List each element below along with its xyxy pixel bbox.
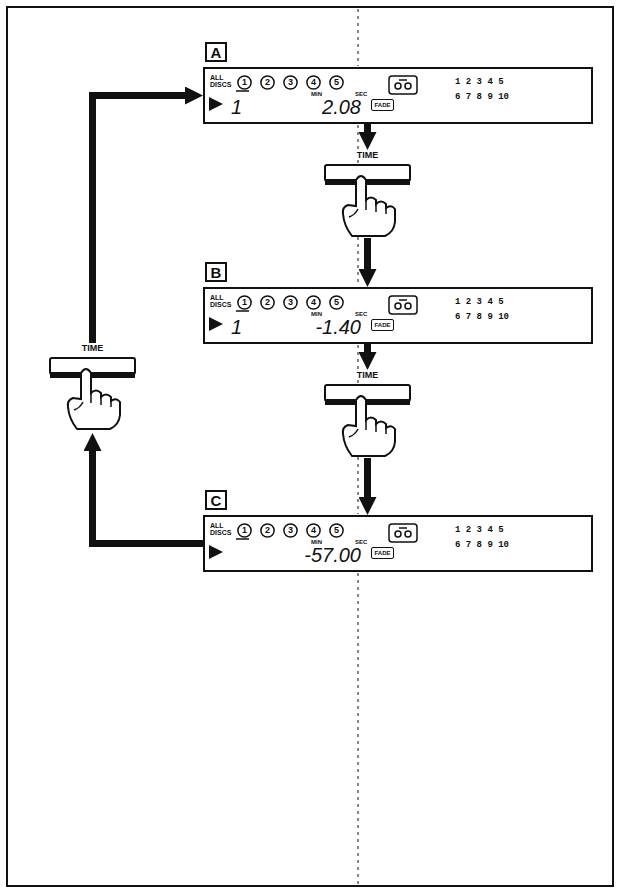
disc-number: 4 <box>311 78 316 87</box>
track-number: 1 <box>231 317 242 337</box>
disc-number: 1 <box>242 298 247 307</box>
disc-number: 5 <box>334 78 339 87</box>
disc-number: 4 <box>311 298 316 307</box>
button-label: TIME <box>355 371 381 380</box>
disc-circle-outline <box>307 296 320 309</box>
track-number: 1 <box>231 97 242 117</box>
disc-indicator: 2 <box>260 523 275 538</box>
disc-circle-outline <box>238 296 251 309</box>
disc-number: 3 <box>288 298 293 307</box>
disc-indicator: 4 <box>306 523 321 538</box>
button-label: TIME <box>355 151 381 160</box>
button-hand-illustration <box>325 385 410 456</box>
lcd-display: ALL DISCSMINSEC1 2 3 4 5 6 7 8 9 10-57.0… <box>203 515 593 572</box>
disc-circle-outline <box>261 76 274 89</box>
time-readout: -57.00 <box>304 545 361 565</box>
disc-circle-outline <box>261 524 274 537</box>
panel-letter-text: B <box>211 265 222 280</box>
time-button: TIME <box>320 150 415 238</box>
disc-indicator: 1 <box>237 295 252 310</box>
disc-indicator: 4 <box>306 295 321 310</box>
disc-indicator: 3 <box>283 523 298 538</box>
track-grid: 1 2 3 4 5 6 7 8 9 10 <box>455 75 512 106</box>
page-frame <box>7 7 613 886</box>
disc-number: 2 <box>265 78 270 87</box>
track-grid: 1 2 3 4 5 6 7 8 9 10 <box>455 295 512 326</box>
disc-indicator: 2 <box>260 295 275 310</box>
panel-letter-text: C <box>211 493 222 508</box>
flow-arrow <box>364 344 371 352</box>
flow-arrow <box>93 451 204 544</box>
min-label: MIN <box>311 91 322 97</box>
disc-number: 3 <box>288 78 293 87</box>
disc-circle-outline <box>284 76 297 89</box>
panel-letter: A <box>205 42 227 62</box>
disc-number: 2 <box>265 298 270 307</box>
disc-circle-outline <box>261 296 274 309</box>
button-hand-illustration <box>325 165 410 236</box>
disc-circle-outline <box>330 296 343 309</box>
button-label: TIME <box>80 344 106 353</box>
button-hand-illustration <box>50 358 135 429</box>
fade-indicator: FADE <box>371 547 394 559</box>
lcd-display: ALL DISCSMINSEC1 2 3 4 5 6 7 8 9 1012.08… <box>203 67 593 124</box>
disc-indicator: 5 <box>329 523 344 538</box>
disc-circle-outline <box>284 296 297 309</box>
all-discs-label: ALL DISCS <box>210 294 234 309</box>
time-readout: 2.08 <box>322 97 361 117</box>
disc-number: 2 <box>265 526 270 535</box>
flow-arrow <box>364 124 371 132</box>
fade-indicator: FADE <box>371 99 394 111</box>
disc-indicator: 2 <box>260 75 275 90</box>
panel-letter-text: A <box>211 45 222 60</box>
panel-letter: B <box>205 262 227 282</box>
fade-label: FADE <box>374 102 390 108</box>
disc-indicator: 5 <box>329 75 344 90</box>
all-discs-label: ALL DISCS <box>210 522 234 537</box>
disc-indicator: 5 <box>329 295 344 310</box>
time-button: TIME <box>320 370 415 458</box>
disc-circle-outline <box>307 76 320 89</box>
disc-indicator: 1 <box>237 523 252 538</box>
time-button: TIME <box>45 343 140 433</box>
disc-circle-outline <box>284 524 297 537</box>
disc-circle-outline <box>307 524 320 537</box>
flow-arrow <box>364 238 371 269</box>
lcd-display: ALL DISCSMINSEC1 2 3 4 5 6 7 8 9 101-1.4… <box>203 287 593 344</box>
flow-arrow <box>93 96 186 344</box>
disc-number: 5 <box>334 526 339 535</box>
disc-indicator: 3 <box>283 75 298 90</box>
track-grid: 1 2 3 4 5 6 7 8 9 10 <box>455 523 512 554</box>
disc-number: 4 <box>311 526 316 535</box>
fade-indicator: FADE <box>371 319 394 331</box>
disc-circle-outline <box>238 524 251 537</box>
disc-circle-outline <box>330 76 343 89</box>
disc-number: 1 <box>242 526 247 535</box>
time-readout: -1.40 <box>315 317 361 337</box>
disc-indicator: 3 <box>283 295 298 310</box>
disc-circle-outline <box>238 76 251 89</box>
disc-number: 5 <box>334 298 339 307</box>
disc-circle-outline <box>330 524 343 537</box>
disc-number: 3 <box>288 526 293 535</box>
disc-indicator: 1 <box>237 75 252 90</box>
all-discs-label: ALL DISCS <box>210 74 234 89</box>
disc-indicator: 4 <box>306 75 321 90</box>
flow-arrow <box>364 458 371 497</box>
disc-number: 1 <box>242 78 247 87</box>
panel-letter: C <box>205 490 227 510</box>
fade-label: FADE <box>374 322 390 328</box>
fade-label: FADE <box>374 550 390 556</box>
